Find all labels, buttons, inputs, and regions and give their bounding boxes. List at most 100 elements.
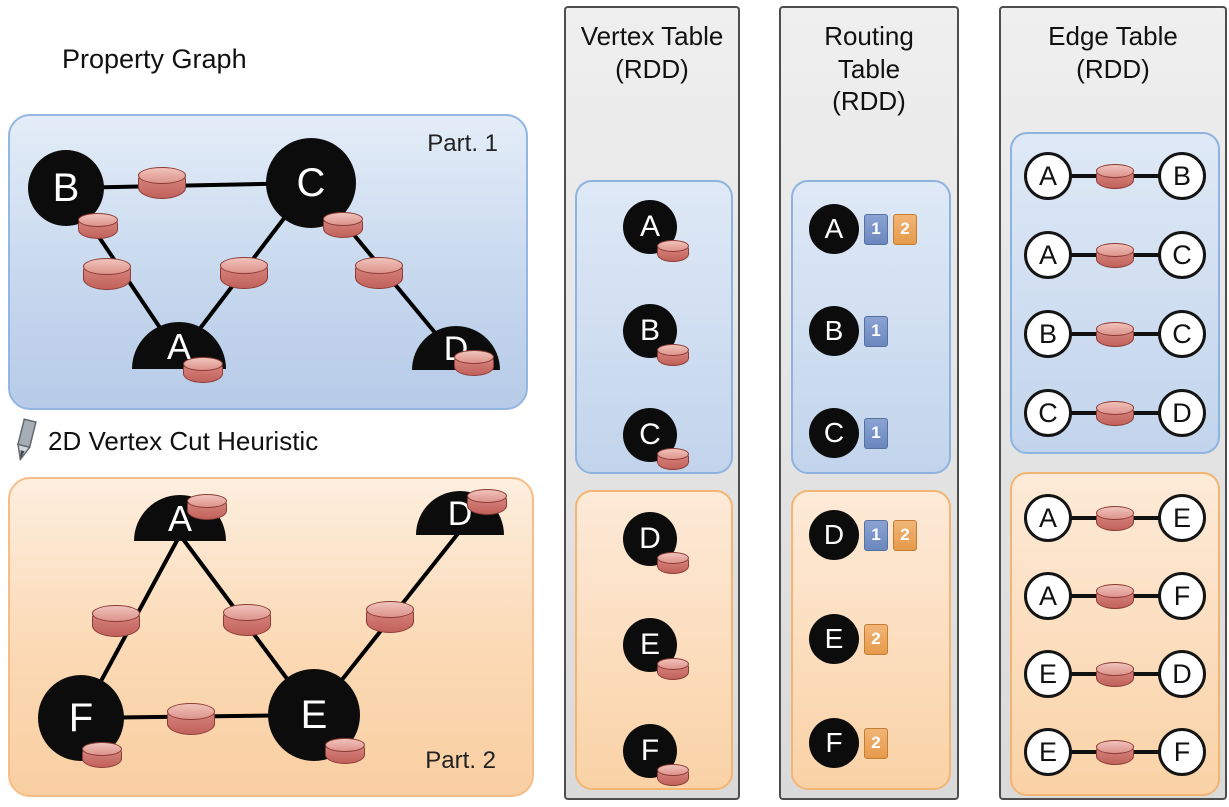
edge-src-vertex: A [1024, 231, 1072, 279]
routing-vertex-c: C [809, 408, 859, 458]
edge-table-partition-2: A E A F E D E F [1010, 472, 1220, 796]
routing-table-partition-2: D 1 2 E 2 F 2 [791, 490, 951, 790]
partition-1-badge: 1 [864, 213, 888, 245]
graph-vertex-c: C [266, 138, 356, 228]
edge-table-partition-1: A B A C B C C D [1010, 132, 1220, 454]
edge-row: A C [1024, 227, 1206, 283]
partition-1-label: Part. 1 [427, 130, 498, 157]
edge-property-cylinder-icon [1096, 506, 1134, 531]
vertex-entry: B [577, 304, 731, 380]
routing-table-subtitle: (RDD) [832, 86, 906, 116]
routing-row: A 1 2 [809, 204, 917, 254]
edge-src-vertex: A [1024, 494, 1072, 542]
partition-1-badge: 1 [864, 315, 888, 347]
edge-property-cylinder-icon [1096, 401, 1134, 426]
edge-property-cylinder-icon [1096, 164, 1134, 189]
routing-row: C 1 [809, 408, 888, 458]
vertex-table-partition-2: D E F [575, 490, 733, 790]
edge-src-vertex: E [1024, 650, 1072, 698]
edge-dst-vertex: F [1158, 572, 1206, 620]
edge-row: E F [1024, 724, 1206, 780]
vertex-property-cylinder-icon [657, 240, 689, 262]
edge-property-cylinder-icon [1096, 662, 1134, 687]
vertex-property-cylinder-icon [323, 212, 363, 238]
edge-src-vertex: E [1024, 728, 1072, 776]
vertex-property-cylinder-icon [78, 213, 118, 239]
vertex-table-title-line: Vertex Table [580, 21, 724, 51]
edge-property-cylinder-icon [92, 605, 140, 637]
routing-table-title: Routing Table (RDD) [781, 20, 957, 118]
vertex-entry: A [577, 200, 731, 276]
vertex-table-partition-1: A B C [575, 180, 733, 474]
vertex-property-cylinder-icon [657, 448, 689, 470]
vertex-table-subtitle: (RDD) [615, 53, 689, 84]
vertex-entry: C [577, 408, 731, 484]
edge-row: A B [1024, 148, 1206, 204]
partition-1-box: Part. 1 B C A D [8, 114, 528, 410]
edge-dst-vertex: D [1158, 389, 1206, 437]
partition-2-label: Part. 2 [425, 747, 496, 774]
vertex-entry: E [577, 618, 731, 694]
routing-row: F 2 [809, 718, 888, 768]
partition-2-badge: 2 [893, 213, 917, 245]
vertex-property-cylinder-icon [467, 489, 507, 515]
partition-2-box: Part. 2 A D F E [8, 477, 534, 797]
edge-row: A F [1024, 568, 1206, 624]
routing-vertex-b: B [809, 306, 859, 356]
vertex-table-column: Vertex Table (RDD) A B C D E [564, 6, 740, 800]
edge-property-cylinder-icon [366, 601, 414, 633]
edge-property-cylinder-icon [167, 703, 215, 735]
vertex-entry: F [577, 724, 731, 800]
edge-dst-vertex: D [1158, 650, 1206, 698]
partition-1-badge: 1 [864, 519, 888, 551]
partition-1-badge: 1 [864, 417, 888, 449]
edge-property-cylinder-icon [1096, 584, 1134, 609]
edge-property-cylinder-icon [1096, 740, 1134, 765]
edge-src-vertex: A [1024, 572, 1072, 620]
vertex-property-cylinder-icon [454, 350, 494, 376]
vertex-property-cylinder-icon [187, 494, 227, 520]
edge-property-cylinder-icon [220, 257, 268, 289]
partition-2-badge: 2 [893, 519, 917, 551]
heuristic-label: 2D Vertex Cut Heuristic [48, 425, 319, 456]
routing-row: E 2 [809, 614, 888, 664]
routing-vertex-a: A [809, 204, 859, 254]
routing-table-partition-1: A 1 2 B 1 C 1 [791, 180, 951, 474]
edge-row: E D [1024, 646, 1206, 702]
edge-row: B C [1024, 306, 1206, 362]
edge-table-title-line: Edge Table [1048, 21, 1178, 51]
edge-table-subtitle: (RDD) [1076, 53, 1150, 84]
edge-dst-vertex: C [1158, 310, 1206, 358]
edge-table-column: Edge Table (RDD) A B A C B C [999, 6, 1227, 800]
vertex-property-cylinder-icon [657, 764, 689, 786]
vertex-property-cylinder-icon [82, 742, 122, 768]
routing-row: B 1 [809, 306, 888, 356]
edge-table-title: Edge Table (RDD) [1001, 20, 1225, 85]
edge-src-vertex: A [1024, 152, 1072, 200]
edge-dst-vertex: C [1158, 231, 1206, 279]
vertex-property-cylinder-icon [657, 552, 689, 574]
vertex-property-cylinder-icon [657, 344, 689, 366]
edge-dst-vertex: E [1158, 494, 1206, 542]
partition-2-badge: 2 [864, 623, 888, 655]
routing-vertex-e: E [809, 614, 859, 664]
edge-property-cylinder-icon [355, 257, 403, 289]
vertex-cut-annotation: 2D Vertex Cut Heuristic [10, 418, 318, 464]
edge-property-cylinder-icon [138, 167, 186, 199]
edge-property-cylinder-icon [1096, 322, 1134, 347]
vertex-circle-e: E [623, 618, 677, 672]
graph-vertex-e: E [268, 669, 360, 761]
edge-dst-vertex: F [1158, 728, 1206, 776]
routing-table-title-line: Routing [824, 21, 914, 51]
edge-row: C D [1024, 385, 1206, 441]
routing-table-column: Routing Table (RDD) A 1 2 B 1 C 1 D 1 2 [779, 6, 959, 800]
edge-property-cylinder-icon [83, 258, 131, 290]
vertex-property-cylinder-icon [325, 738, 365, 764]
edge-property-cylinder-icon [1096, 243, 1134, 268]
edge-dst-vertex: B [1158, 152, 1206, 200]
vertex-property-cylinder-icon [657, 658, 689, 680]
edge-row: A E [1024, 490, 1206, 546]
vertex-entry: D [577, 512, 731, 588]
edge-property-cylinder-icon [223, 604, 271, 636]
